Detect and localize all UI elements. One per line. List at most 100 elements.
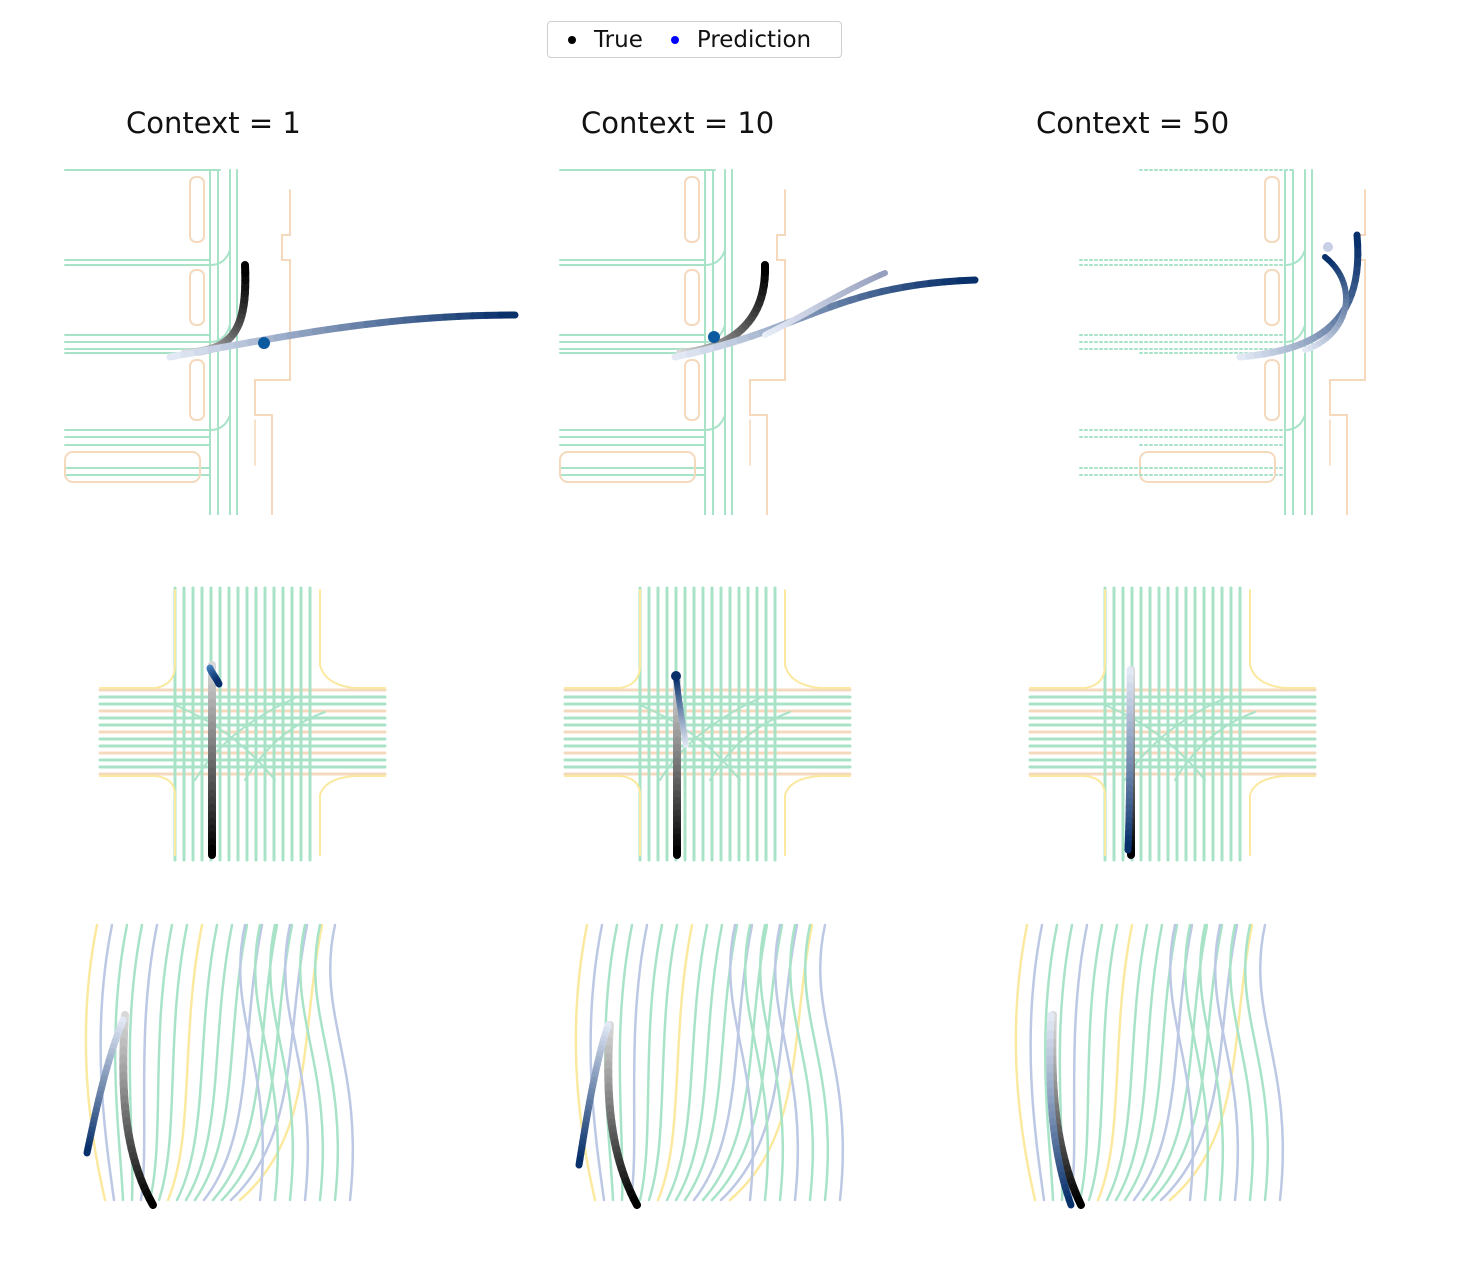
lane-line bbox=[728, 923, 755, 1202]
lane-line bbox=[268, 923, 295, 1202]
column-title-2: Context = 10 bbox=[581, 106, 775, 140]
lane-line bbox=[1243, 923, 1270, 1202]
map-panel-row2-col1 bbox=[98, 586, 387, 862]
parking-block bbox=[684, 269, 700, 326]
prediction-start-marker bbox=[671, 671, 681, 681]
parking-block bbox=[189, 176, 205, 243]
road-edge bbox=[1329, 189, 1366, 515]
lane-line bbox=[220, 923, 294, 1202]
predicted-trajectory-alt-seg bbox=[1322, 254, 1332, 264]
parking-block bbox=[1264, 269, 1280, 326]
road-boundary bbox=[1029, 775, 1106, 856]
lane-line bbox=[743, 923, 770, 1202]
turn-curve bbox=[659, 697, 761, 781]
lane-line bbox=[638, 923, 664, 1202]
map-panel-row1-col1 bbox=[64, 169, 519, 515]
legend-marker-true bbox=[568, 35, 576, 44]
map-panel-row3-col1 bbox=[83, 923, 355, 1209]
lane-curve bbox=[1284, 324, 1306, 343]
turn-curve bbox=[1104, 704, 1206, 781]
road-boundary bbox=[99, 589, 176, 689]
prediction-start-marker bbox=[708, 331, 720, 343]
map-panel-row1-col2 bbox=[559, 169, 979, 515]
lane-line bbox=[1114, 923, 1164, 1202]
lane-line bbox=[674, 923, 724, 1202]
lane-curve bbox=[1284, 414, 1306, 431]
lane-line bbox=[1150, 923, 1224, 1202]
lane-line bbox=[1069, 923, 1089, 1202]
lane-line bbox=[128, 923, 144, 1202]
parking-block bbox=[684, 359, 700, 421]
predicted-trajectory-seg bbox=[1065, 1195, 1075, 1209]
road-boundary bbox=[564, 775, 641, 856]
map-panel-row2-col3 bbox=[1028, 586, 1317, 862]
parking-block bbox=[64, 451, 201, 483]
lane-curve bbox=[1284, 249, 1306, 266]
parking-block bbox=[189, 269, 205, 326]
turn-curve bbox=[174, 704, 276, 781]
road-boundary bbox=[1029, 589, 1106, 689]
lane-line bbox=[758, 923, 785, 1202]
turn-curve bbox=[709, 711, 791, 781]
road-edge bbox=[749, 189, 786, 515]
lane-line bbox=[1043, 923, 1059, 1202]
true-trajectory-seg bbox=[1074, 1195, 1085, 1209]
map-panel-row2-col2 bbox=[563, 586, 852, 862]
turn-curve bbox=[1174, 711, 1256, 781]
lane-line bbox=[818, 923, 845, 1202]
lane-line bbox=[710, 923, 784, 1202]
turn-curve bbox=[639, 704, 741, 781]
lane-line bbox=[166, 923, 204, 1202]
prediction-start-marker bbox=[1323, 242, 1333, 252]
lane-line bbox=[253, 923, 280, 1202]
map-panel-row3-col2 bbox=[574, 923, 845, 1209]
column-title-3: Context = 50 bbox=[1036, 106, 1230, 140]
lane-line bbox=[157, 923, 189, 1202]
turn-curve bbox=[194, 697, 296, 781]
lane-line bbox=[1078, 923, 1104, 1202]
parking-block bbox=[1264, 359, 1280, 421]
road-boundary bbox=[1249, 775, 1316, 856]
lane-line bbox=[665, 923, 709, 1202]
legend-marker-prediction bbox=[670, 35, 679, 44]
road-boundary bbox=[784, 775, 851, 856]
lane-line bbox=[656, 923, 694, 1202]
lane-line bbox=[1228, 923, 1255, 1202]
legend-item-true: True bbox=[568, 27, 643, 53]
lane-line bbox=[803, 923, 830, 1202]
column-title-1: Context = 1 bbox=[126, 106, 301, 140]
map-layer bbox=[1139, 169, 1366, 515]
lane-line bbox=[328, 923, 355, 1202]
lane-line bbox=[728, 923, 814, 1202]
lane-line bbox=[313, 923, 340, 1202]
lane-line bbox=[1096, 923, 1134, 1202]
predicted-trajectory-seg bbox=[575, 1155, 584, 1169]
road-edge bbox=[254, 189, 291, 515]
parking-block bbox=[559, 451, 696, 483]
lane-line bbox=[1105, 923, 1149, 1202]
lane-line bbox=[84, 923, 107, 1202]
lane-line bbox=[1014, 923, 1037, 1202]
legend-label-prediction: Prediction bbox=[696, 26, 812, 53]
parking-block bbox=[684, 176, 700, 243]
lane-line bbox=[647, 923, 679, 1202]
legend-item-prediction: Prediction bbox=[670, 26, 812, 53]
lane-line bbox=[574, 923, 597, 1202]
lane-curve bbox=[704, 414, 726, 431]
lane-line bbox=[113, 923, 129, 1202]
lane-curve bbox=[704, 249, 726, 266]
map-panel-row1-col3 bbox=[1079, 169, 1366, 515]
true-trajectory-seg bbox=[145, 1195, 157, 1209]
lane-line bbox=[238, 923, 324, 1202]
lane-line bbox=[1168, 923, 1195, 1202]
lane-line bbox=[773, 923, 800, 1202]
parking-block bbox=[189, 359, 205, 421]
lane-line bbox=[629, 923, 649, 1202]
parking-block bbox=[1264, 176, 1280, 243]
lane-line bbox=[1198, 923, 1225, 1202]
true-trajectory-seg bbox=[629, 1195, 641, 1209]
road-boundary bbox=[1249, 589, 1316, 689]
lane-curve bbox=[209, 324, 231, 343]
lane-curve bbox=[209, 414, 231, 431]
lane-line bbox=[788, 923, 815, 1202]
